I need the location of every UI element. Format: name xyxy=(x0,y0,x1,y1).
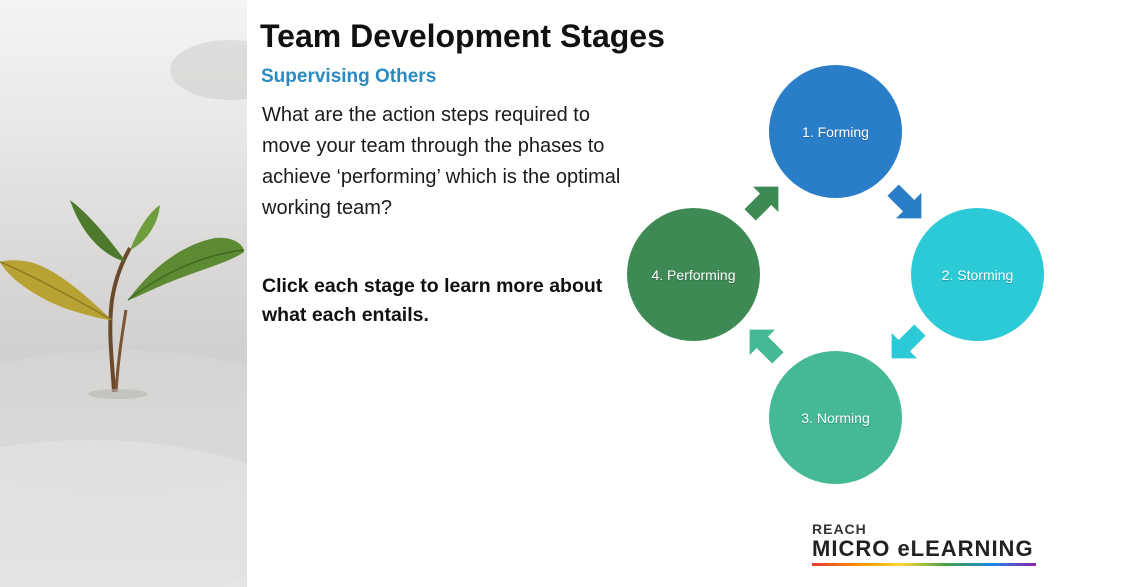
stage-performing-button[interactable]: 4. Performing xyxy=(627,208,760,341)
slide-title: Team Development Stages xyxy=(260,18,665,54)
stage-forming-button[interactable]: 1. Forming xyxy=(769,65,902,198)
arrow-up-right-icon xyxy=(744,186,779,221)
cycle-arrows xyxy=(744,184,926,364)
instruction-text: Click each stage to learn more about wha… xyxy=(262,275,603,326)
brand-logo: REACH MICRO eLEARNING xyxy=(812,521,1036,566)
seedling-photo xyxy=(0,0,247,587)
arrow-down-right-icon xyxy=(887,184,922,219)
arrow-up-left-icon xyxy=(749,329,784,364)
stage-label: 3. Norming xyxy=(801,409,870,426)
stage-norming-button[interactable]: 3. Norming xyxy=(769,351,902,484)
arrow-down-left-icon xyxy=(891,324,926,359)
stage-label: 4. Performing xyxy=(651,266,736,283)
stage-label: 1. Forming xyxy=(802,123,869,140)
brand-top-text: REACH xyxy=(812,521,867,537)
brand-rainbow-bar xyxy=(812,563,1036,566)
stage-label: 2. Storming xyxy=(941,266,1014,283)
slide-subtitle: Supervising Others xyxy=(261,66,437,87)
question-text: What are the action steps required to mo… xyxy=(262,104,621,219)
stage-storming-button[interactable]: 2. Storming xyxy=(911,208,1044,341)
brand-main-text: MICRO eLEARNING xyxy=(812,536,1034,561)
